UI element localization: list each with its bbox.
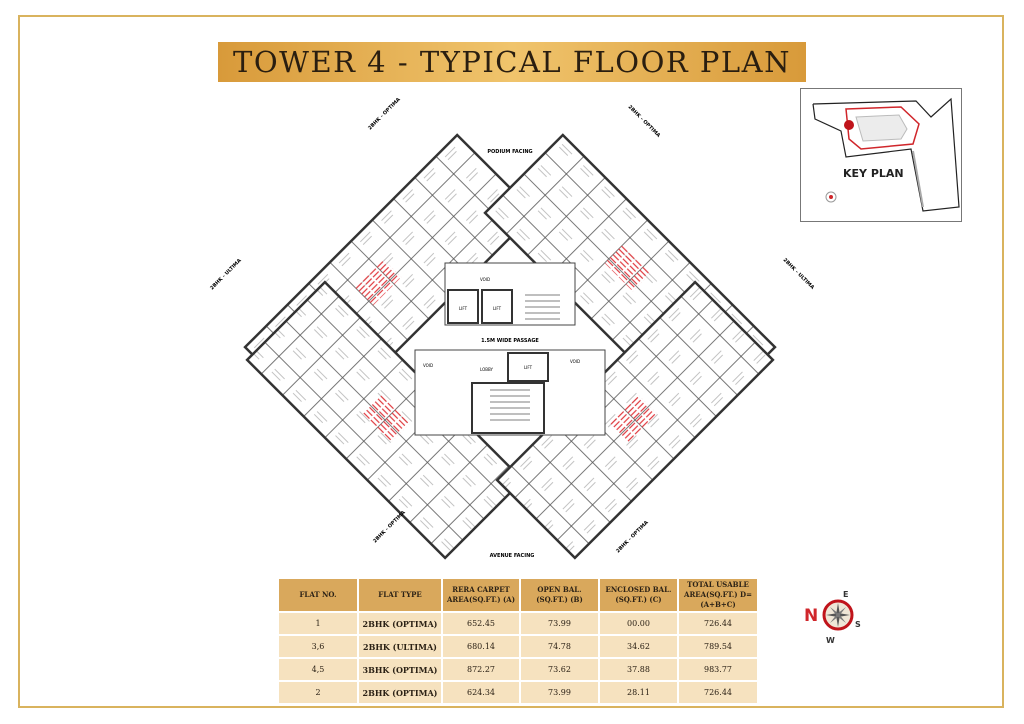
wing-label-right: 2BHK - ULTIMA bbox=[782, 257, 816, 291]
page-title: TOWER 4 - TYPICAL FLOOR PLAN bbox=[233, 45, 791, 79]
table-cell: 3BHK (OPTIMA) bbox=[359, 659, 441, 680]
table-cell: 74.78 bbox=[521, 636, 598, 657]
col-enclosed-bal: ENCLOSED BAL.(SQ.FT.) (C) bbox=[600, 579, 677, 611]
table-cell: 624.34 bbox=[443, 682, 519, 703]
table-cell: 726.44 bbox=[679, 613, 757, 634]
table-cell: 00.00 bbox=[600, 613, 677, 634]
table-cell: 73.99 bbox=[521, 613, 598, 634]
table-cell: 652.45 bbox=[443, 613, 519, 634]
table-cell: 4,5 bbox=[279, 659, 357, 680]
wing-label-bottom-right: 2BHK - OPTIMA bbox=[615, 520, 650, 555]
key-plan-label: KEY PLAN bbox=[843, 167, 904, 180]
podium-facing-label: PODIUM FACING bbox=[487, 149, 532, 155]
wing-label-left: 2BHK - ULTIMA bbox=[209, 258, 243, 292]
void-label: VOID bbox=[570, 359, 580, 364]
table-cell: 3,6 bbox=[279, 636, 357, 657]
floor-plan: LIFT LIFT VOID LIFT LOBBY VOID VOID PODI… bbox=[209, 97, 816, 560]
table-cell: 789.54 bbox=[679, 636, 757, 657]
col-open-bal: OPEN BAL.(SQ.FT.) (B) bbox=[521, 579, 598, 611]
table-cell: 73.62 bbox=[521, 659, 598, 680]
title-banner: TOWER 4 - TYPICAL FLOOR PLAN bbox=[218, 42, 806, 82]
compass-e: E bbox=[843, 590, 848, 599]
table-cell: 680.14 bbox=[443, 636, 519, 657]
compass-icon: N E S W bbox=[804, 590, 861, 645]
table-cell: 34.62 bbox=[600, 636, 677, 657]
tower-marker bbox=[844, 120, 854, 130]
lift-label: LIFT bbox=[459, 306, 468, 311]
key-plan: KEY PLAN bbox=[800, 88, 962, 222]
wing-label-top-left: 2BHK - OPTIMA bbox=[367, 97, 402, 132]
compass-w: W bbox=[826, 636, 835, 645]
table-header-row: FLAT NO. FLAT TYPE RERA CARPET AREA(SQ.F… bbox=[279, 579, 757, 611]
void-label: VOID bbox=[480, 277, 490, 282]
wing-label-bottom-left: 2BHK - OPTIMA bbox=[372, 510, 407, 545]
avenue-facing-label: AVENUE FACING bbox=[490, 553, 535, 559]
table-cell: 28.11 bbox=[600, 682, 677, 703]
core: LIFT LIFT VOID LIFT LOBBY VOID VOID bbox=[414, 262, 606, 436]
table-cell: 37.88 bbox=[600, 659, 677, 680]
table-cell: 983.77 bbox=[679, 659, 757, 680]
table-cell: 1 bbox=[279, 613, 357, 634]
lift-label: LIFT bbox=[524, 365, 533, 370]
passage-label: 1.5M WIDE PASSAGE bbox=[481, 338, 539, 344]
key-plan-map bbox=[812, 97, 960, 212]
table-cell: 2 bbox=[279, 682, 357, 703]
col-carpet-area: RERA CARPET AREA(SQ.FT.) (A) bbox=[443, 579, 519, 611]
void-label: VOID bbox=[423, 363, 433, 368]
lobby-label: LOBBY bbox=[480, 367, 494, 372]
wing-label-top-right: 2BHK - OPTIMA bbox=[627, 104, 662, 139]
lift-label: LIFT bbox=[493, 306, 502, 311]
compass-n: N bbox=[804, 606, 818, 626]
compass-s: S bbox=[855, 620, 861, 629]
table-cell: 872.27 bbox=[443, 659, 519, 680]
area-table: FLAT NO. FLAT TYPE RERA CARPET AREA(SQ.F… bbox=[277, 577, 759, 705]
col-total-area: TOTAL USABLE AREA(SQ.FT.) D= (A+B+C) bbox=[679, 579, 757, 611]
table-cell: 2BHK (OPTIMA) bbox=[359, 682, 441, 703]
table-cell: 726.44 bbox=[679, 682, 757, 703]
col-flat-type: FLAT TYPE bbox=[359, 579, 441, 611]
table-cell: 2BHK (OPTIMA) bbox=[359, 613, 441, 634]
table-cell: 73.99 bbox=[521, 682, 598, 703]
table-cell: 2BHK (ULTIMA) bbox=[359, 636, 441, 657]
page-border bbox=[18, 15, 1004, 708]
col-flat-no: FLAT NO. bbox=[279, 579, 357, 611]
